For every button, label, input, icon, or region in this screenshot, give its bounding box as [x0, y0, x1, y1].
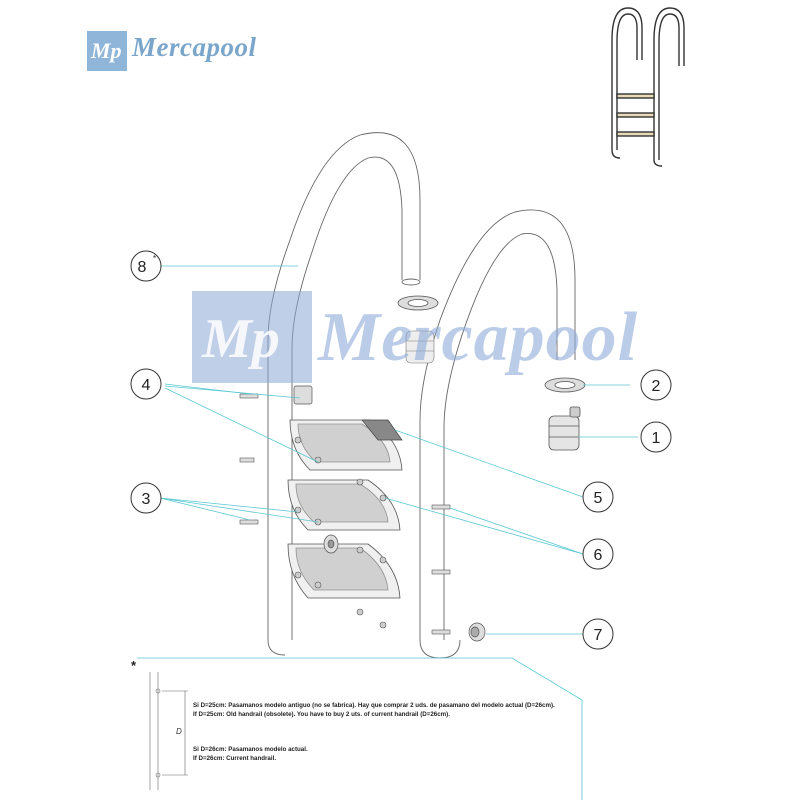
note-line-en-25: If D=25cm: Old handrail (obsolete). You … — [193, 711, 450, 718]
callout-6: 6 — [582, 538, 614, 570]
anchor-socket-watermark — [405, 330, 435, 364]
callout-5: 5 — [582, 481, 614, 513]
callout-7-label: 7 — [594, 627, 603, 644]
callout-2-label: 2 — [652, 378, 661, 395]
dimension-sketch — [149, 672, 188, 790]
escutcheon-right — [544, 377, 586, 393]
adjustment-knob — [323, 534, 339, 554]
ladder-thumbnail — [611, 7, 685, 167]
note-line-es-25: Si D=25cm: Pasamanos modelo antiguo (no … — [193, 702, 555, 709]
callout-1: 1 — [640, 421, 672, 453]
watermark-initials: Mp — [201, 308, 280, 370]
nuts — [294, 436, 387, 629]
callout-8-marker: * — [153, 254, 156, 263]
brand-logo-mark: Mp — [87, 31, 127, 71]
callout-1-label: 1 — [652, 430, 661, 447]
callout-8: 8 * — [130, 250, 162, 282]
callout-6-label: 6 — [594, 547, 603, 564]
anchor-socket-right — [548, 406, 581, 451]
callout-4: 4 — [130, 368, 162, 400]
callout-4-label: 4 — [142, 377, 151, 394]
step-bracket — [293, 385, 313, 405]
leader-lines — [137, 265, 638, 800]
callout-2: 2 — [640, 369, 672, 401]
brand-logo-text: Mercapool — [132, 32, 257, 62]
callout-3: 3 — [130, 482, 162, 514]
step-2 — [287, 479, 401, 531]
callout-3-label: 3 — [142, 491, 151, 508]
callout-7: 7 — [582, 618, 614, 650]
dimension-label: D — [176, 727, 182, 736]
note-line-es-26: Si D=26cm: Pasamanos modelo actual. — [193, 746, 308, 753]
note-marker: * — [131, 658, 137, 673]
callout-5-label: 5 — [594, 490, 603, 507]
watermark-text: Mercapool — [318, 299, 639, 376]
non-slip-tread — [361, 419, 403, 441]
step-3 — [287, 543, 401, 599]
logo-initials: Mp — [90, 38, 122, 63]
escutcheon-top — [397, 295, 439, 311]
callout-8-label: 8 — [138, 259, 147, 276]
watermark-logo-mark: Mp — [192, 291, 312, 383]
end-cap — [468, 622, 486, 642]
note-line-en-26: If D=26cm: Current handrail. — [193, 755, 277, 762]
